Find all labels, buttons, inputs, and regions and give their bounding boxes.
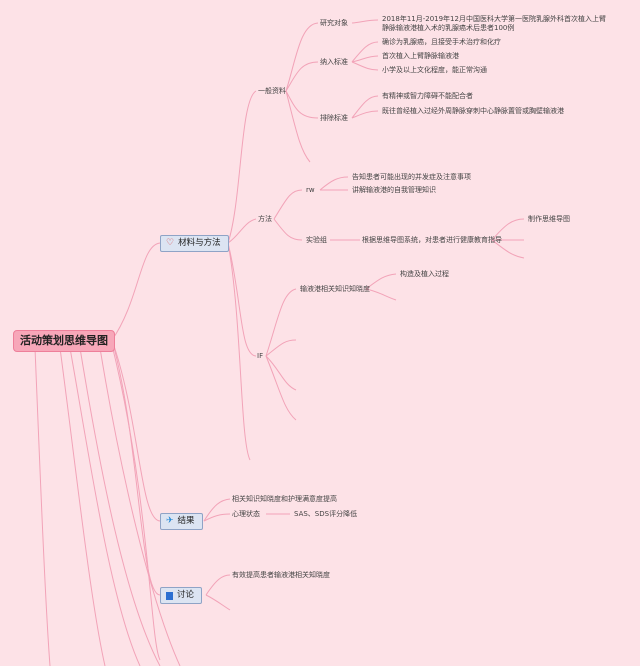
node-general-info[interactable]: 一般资料 [258, 87, 286, 95]
paper-plane-icon: ✈ [166, 516, 174, 526]
topic-results[interactable]: ✈ 结果 [160, 513, 203, 530]
node-methods[interactable]: 方法 [258, 215, 272, 223]
node-inclusion-2[interactable]: 首次植入上臂静脉输液港 [382, 52, 459, 60]
topic-materials-methods[interactable]: ♡ 材料与方法 [160, 235, 229, 252]
topic-label: 结果 [177, 516, 195, 527]
topic-label: 讨论 [177, 590, 195, 601]
node-subjects[interactable]: 研究对象 [320, 19, 348, 27]
node-exclusion-2[interactable]: 既往曾经植入过经外周静脉穿刺中心静脉置管或胸壁输液港 [382, 107, 564, 115]
node-knowledge[interactable]: 输液港相关知识知晓度 [300, 285, 370, 293]
node-knowledge-text[interactable]: 构造及植入过程 [400, 270, 449, 278]
node-subjects-text[interactable]: 2018年11月-2019年12月中国医科大学第一医院乳腺外科首次植入上臂静脉输… [382, 15, 606, 33]
topic-discussion[interactable]: 讨论 [160, 587, 203, 604]
node-experiment-group[interactable]: 实验组 [306, 236, 327, 244]
heart-icon: ♡ [166, 238, 175, 248]
node-results-2[interactable]: 心理状态 [232, 510, 260, 518]
node-inclusion-1[interactable]: 确诊为乳腺癌，且接受手术治疗和化疗 [382, 38, 501, 46]
topic-label: 材料与方法 [178, 238, 221, 249]
root-topic[interactable]: 活动策划思维导图 [13, 330, 115, 352]
node-rw[interactable]: rw [306, 186, 315, 194]
node-results-1[interactable]: 相关知识知晓度和护理满意度提高 [232, 495, 337, 503]
node-results-sas[interactable]: SAS、SDS评分降低 [294, 510, 358, 518]
node-inclusion[interactable]: 纳入标准 [320, 58, 348, 66]
node-rw-1[interactable]: 告知患者可能出现的并发症及注意事项 [352, 173, 471, 181]
node-rw-2[interactable]: 讲解输液港的自我管理知识 [352, 186, 436, 194]
flag-icon [166, 591, 173, 600]
node-inclusion-3[interactable]: 小学及以上文化程度，能正常沟通 [382, 66, 487, 74]
node-exclusion[interactable]: 排除标准 [320, 114, 348, 122]
node-make-mindmap[interactable]: 制作思维导图 [528, 215, 570, 223]
node-exclusion-1[interactable]: 有精神或智力障碍不能配合者 [382, 92, 473, 100]
node-discussion-1[interactable]: 有效提高患者输液港相关知晓度 [232, 571, 330, 579]
node-if[interactable]: IF [257, 352, 264, 360]
node-experiment-text[interactable]: 根据思维导图系统，对患者进行健康教育指导 [362, 236, 502, 244]
